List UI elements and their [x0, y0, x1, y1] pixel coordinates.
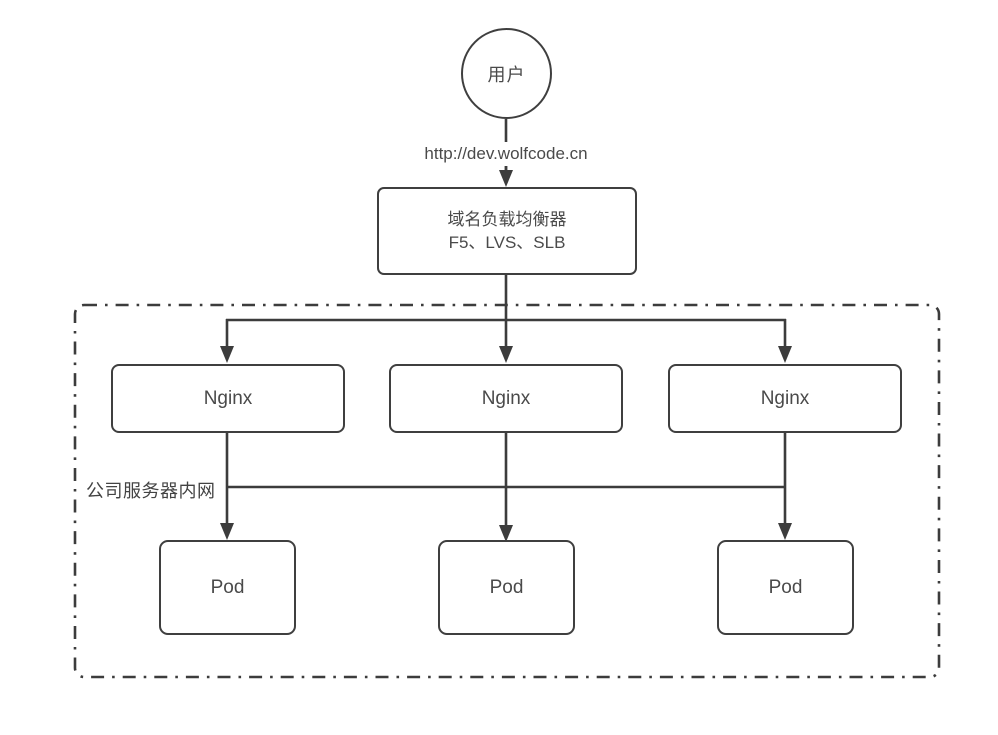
nginx-node-2: Nginx: [389, 364, 623, 433]
nginx-node-3-label: Nginx: [760, 387, 810, 409]
nginx-node-3: Nginx: [668, 364, 902, 433]
arrowhead-pod1: [220, 523, 234, 540]
pod-node-3: Pod: [717, 540, 854, 635]
arrowhead-nginx2: [499, 346, 513, 363]
arrowhead-nginx3: [778, 346, 792, 363]
nginx-node-2-label: Nginx: [481, 387, 531, 409]
user-node-label: 用户: [487, 64, 526, 85]
user-node: 用户: [461, 28, 552, 119]
intranet-boundary-label: 公司服务器内网: [86, 481, 216, 501]
nginx-node-1-label: Nginx: [203, 387, 253, 409]
arrowhead-nginx1: [220, 346, 234, 363]
pod-node-1: Pod: [159, 540, 296, 635]
arrowhead-pod3: [778, 523, 792, 540]
request-url-label: http://dev.wolfcode.cn: [404, 142, 608, 166]
load-balancer-subtitle: F5、LVS、SLB: [448, 233, 566, 252]
pod-node-3-label: Pod: [768, 576, 803, 598]
pod-node-1-label: Pod: [210, 576, 245, 598]
arrowhead-lb: [499, 170, 513, 187]
load-balancer-node: 域名负载均衡器 F5、LVS、SLB: [377, 187, 637, 275]
arrowhead-pod2: [499, 525, 513, 542]
pod-node-2-label: Pod: [489, 576, 524, 598]
nginx-node-1: Nginx: [111, 364, 345, 433]
load-balancer-title: 域名负载均衡器: [447, 210, 567, 229]
pod-node-2: Pod: [438, 540, 575, 635]
